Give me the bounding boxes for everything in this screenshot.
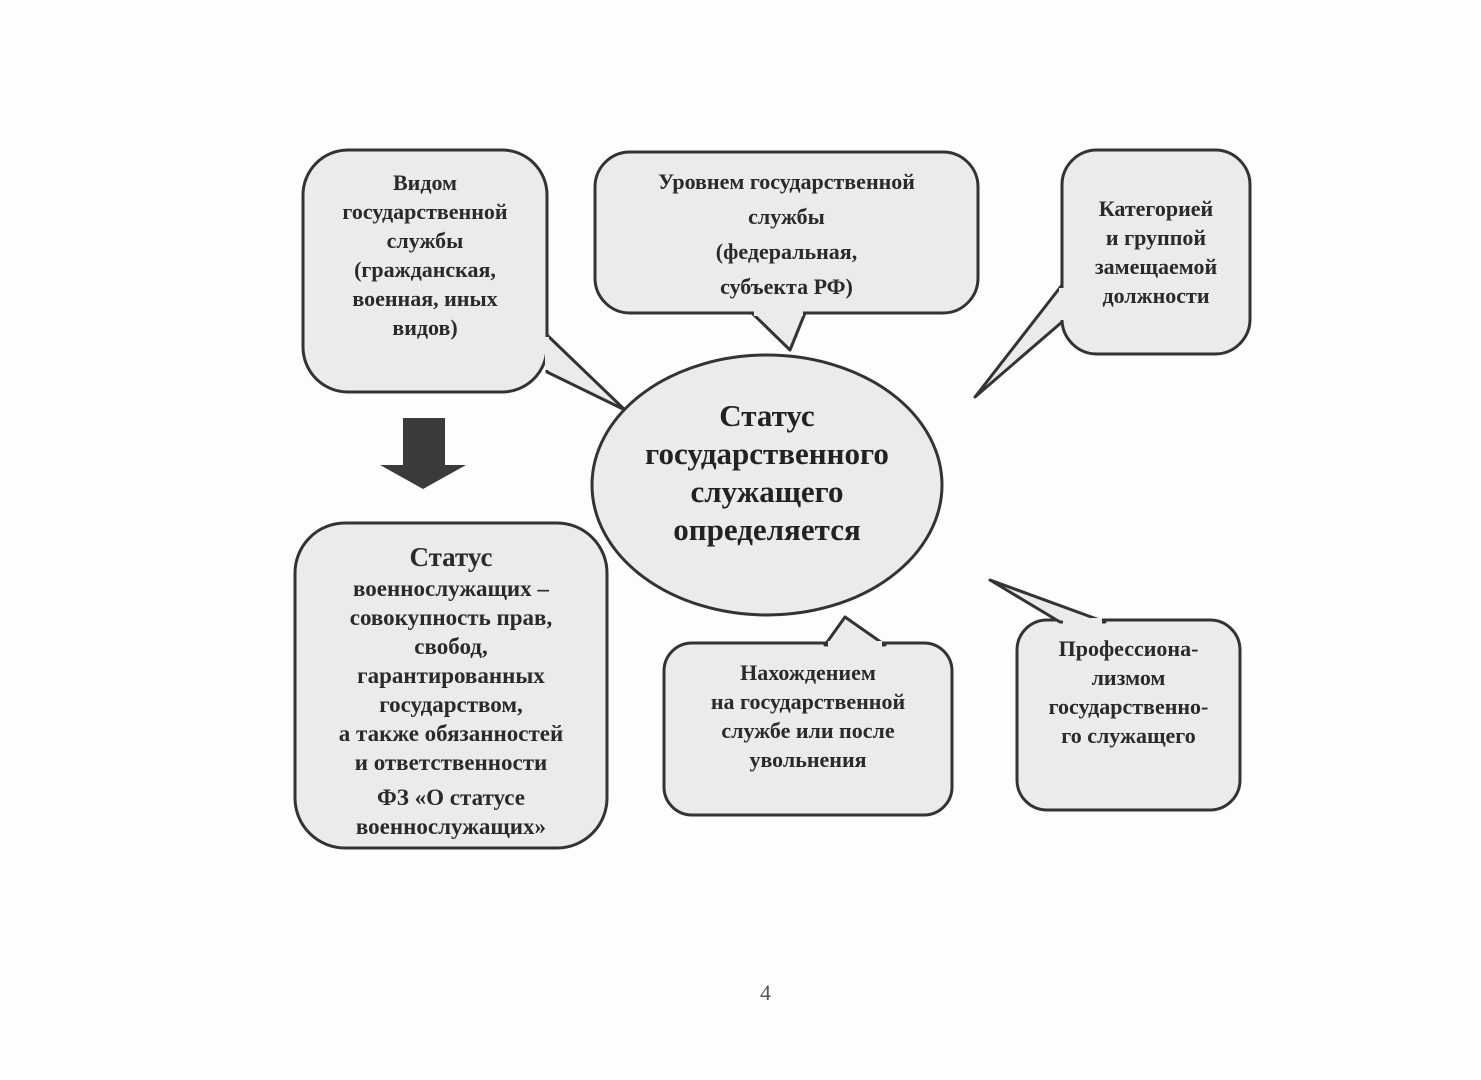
text-line: а также обязанностей xyxy=(338,721,564,746)
text-line: Статус xyxy=(409,542,493,572)
text-line: службы xyxy=(386,228,464,253)
callout-service-text: Нахождением на государственной службе ил… xyxy=(664,657,952,775)
text-line: Нахождением xyxy=(740,660,876,685)
callout-category-tail xyxy=(973,283,1064,399)
callout-type-text: Видом государственной службы (гражданска… xyxy=(303,165,547,345)
callout-level-tail xyxy=(750,311,807,352)
text-line: (федеральная, xyxy=(715,239,858,264)
law-reference: ФЗ «О статусе xyxy=(377,785,525,810)
down-arrow-icon xyxy=(380,418,466,489)
text-line: военная, иных xyxy=(352,286,498,311)
text-line: субъекта РФ) xyxy=(720,274,853,299)
text-line: совокупность прав, xyxy=(349,605,553,630)
text-line: свобод, xyxy=(414,634,488,659)
callout-professionalism-text: Профессиона- лизмом государственно- го с… xyxy=(1017,633,1240,751)
callout-service-tail xyxy=(823,615,887,647)
callout-professionalism-box xyxy=(1015,618,1242,812)
military-status-text: Статус военнослужащих – совокупность пра… xyxy=(295,542,607,839)
text-line: определяется xyxy=(673,511,861,547)
text-line: государственного xyxy=(645,435,889,471)
text-line: го служащего xyxy=(1061,723,1196,748)
text-line: службе или после xyxy=(721,718,895,743)
text-line: увольнения xyxy=(749,747,867,772)
text-line: должности xyxy=(1102,283,1210,308)
text-line: Статус xyxy=(719,397,815,433)
callout-category-text: Категорией и группой замещаемой должност… xyxy=(1062,192,1250,312)
text-line: служащего xyxy=(690,473,844,509)
text-line: видов) xyxy=(392,315,458,340)
text-line: службы xyxy=(748,204,825,229)
callout-professionalism-tail xyxy=(988,578,1107,624)
text-line: (гражданская, xyxy=(354,257,496,282)
text-line: гарантированных xyxy=(357,663,545,688)
text-line: государством, xyxy=(379,692,523,717)
text-line: государственной xyxy=(342,199,508,224)
text-line: Категорией xyxy=(1098,196,1214,221)
text-line: Уровнем государственной xyxy=(658,169,915,194)
text-line: замещаемой xyxy=(1094,254,1218,279)
callout-level-text: Уровнем государственной службы (федераль… xyxy=(595,164,978,304)
center-ellipse xyxy=(590,353,944,617)
text-line: военнослужащих – xyxy=(353,576,549,601)
text-line: и группой xyxy=(1105,225,1207,250)
text-line: Профессиона- xyxy=(1058,636,1199,661)
text-line: лизмом xyxy=(1091,665,1166,690)
callout-category-box xyxy=(1060,148,1252,356)
center-text: Статус государственного служащего опреде… xyxy=(592,395,942,550)
military-status-box xyxy=(293,521,609,850)
text-line: Видом xyxy=(392,170,458,195)
text-line: на государственной xyxy=(710,689,906,714)
callout-service-box xyxy=(662,641,954,817)
text-line: и ответственности xyxy=(354,750,548,775)
text-line: государственно- xyxy=(1048,694,1209,719)
law-reference: военнослужащих» xyxy=(355,814,547,839)
callout-type-box xyxy=(301,148,549,394)
page-number: 4 xyxy=(760,980,771,1005)
